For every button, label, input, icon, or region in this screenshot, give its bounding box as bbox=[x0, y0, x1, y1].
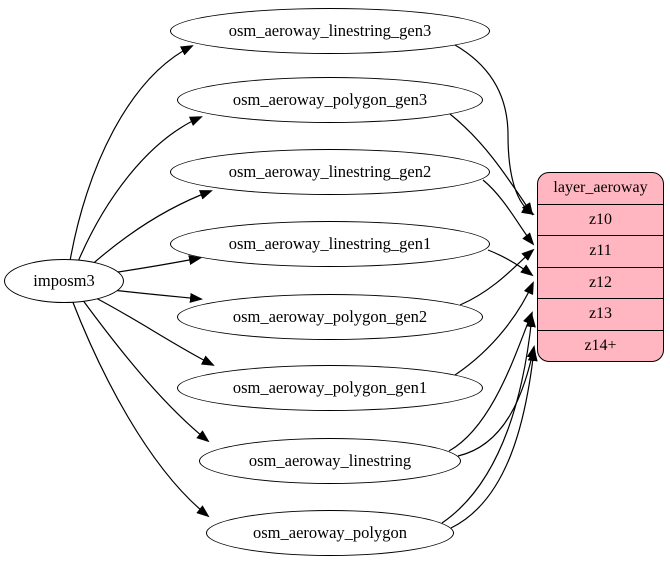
layer-row-z14plus: z14+ bbox=[538, 329, 663, 362]
layer-row-z10: z10 bbox=[538, 203, 663, 236]
edge-imposm3-to-osm-aeroway-polygon-gen1 bbox=[91, 295, 215, 366]
table-node-label: osm_aeroway_linestring_gen2 bbox=[228, 162, 432, 181]
table-node-label: osm_aeroway_polygon_gen3 bbox=[232, 90, 428, 109]
layer-node-layer-aeroway: layer_aeroway z10 z11 z12 z13 z14+ bbox=[537, 172, 664, 362]
table-node-osm-aeroway-linestring-gen1: osm_aeroway_linestring_gen1 bbox=[170, 221, 490, 267]
table-node-label: osm_aeroway_polygon bbox=[253, 523, 407, 542]
table-node-osm-aeroway-polygon-gen1: osm_aeroway_polygon_gen1 bbox=[177, 365, 483, 411]
edge-osm-aeroway-polygon-to-z13 bbox=[441, 314, 536, 524]
table-node-osm-aeroway-polygon-gen3: osm_aeroway_polygon_gen3 bbox=[177, 77, 483, 123]
edge-imposm3-to-osm-aeroway-linestring-gen3 bbox=[69, 45, 194, 262]
table-node-osm-aeroway-linestring-gen3: osm_aeroway_linestring_gen3 bbox=[170, 8, 490, 54]
layer-node-title: layer_aeroway bbox=[553, 179, 648, 196]
edge-imposm3-to-osm-aeroway-linestring-gen2 bbox=[87, 190, 213, 269]
source-node-imposm3: imposm3 bbox=[4, 259, 124, 303]
table-node-osm-aeroway-linestring: osm_aeroway_linestring bbox=[199, 438, 461, 484]
table-node-osm-aeroway-polygon-gen2: osm_aeroway_polygon_gen2 bbox=[177, 294, 483, 340]
edge-osm-aeroway-linestring-gen1-to-z12 bbox=[487, 249, 534, 277]
edge-osm-aeroway-polygon-gen1-to-z12 bbox=[454, 281, 534, 376]
layer-row-z13: z13 bbox=[538, 298, 663, 330]
edge-osm-aeroway-linestring-gen2-to-z11 bbox=[482, 179, 535, 246]
table-node-label: osm_aeroway_linestring_gen3 bbox=[228, 21, 432, 40]
table-node-label: osm_aeroway_polygon_gen2 bbox=[232, 307, 428, 326]
edge-osm-aeroway-polygon-to-z14 bbox=[450, 348, 538, 529]
table-node-label: osm_aeroway_polygon_gen1 bbox=[232, 378, 428, 397]
layer-row-z12: z12 bbox=[538, 266, 663, 299]
edge-osm-aeroway-linestring-to-z14 bbox=[457, 345, 537, 457]
edge-imposm3-to-osm-aeroway-polygon-gen2 bbox=[103, 288, 203, 303]
table-node-osm-aeroway-linestring-gen2: osm_aeroway_linestring_gen2 bbox=[170, 149, 490, 195]
edge-imposm3-to-osm-aeroway-linestring bbox=[81, 298, 210, 443]
table-node-label: osm_aeroway_linestring_gen1 bbox=[228, 234, 432, 253]
edge-imposm3-to-osm-aeroway-polygon bbox=[71, 299, 210, 518]
table-node-label: osm_aeroway_linestring bbox=[248, 451, 412, 470]
edge-osm-aeroway-polygon-gen3-to-z10 bbox=[449, 113, 534, 216]
source-node-label: imposm3 bbox=[33, 271, 95, 290]
edge-imposm3-to-osm-aeroway-polygon-gen3 bbox=[76, 116, 203, 265]
table-node-osm-aeroway-polygon: osm_aeroway_polygon bbox=[206, 510, 454, 556]
layer-row-z11: z11 bbox=[538, 235, 663, 267]
edge-osm-aeroway-polygon-gen2-to-z11 bbox=[459, 248, 535, 306]
edge-osm-aeroway-linestring-gen3-to-z10 bbox=[454, 44, 535, 216]
